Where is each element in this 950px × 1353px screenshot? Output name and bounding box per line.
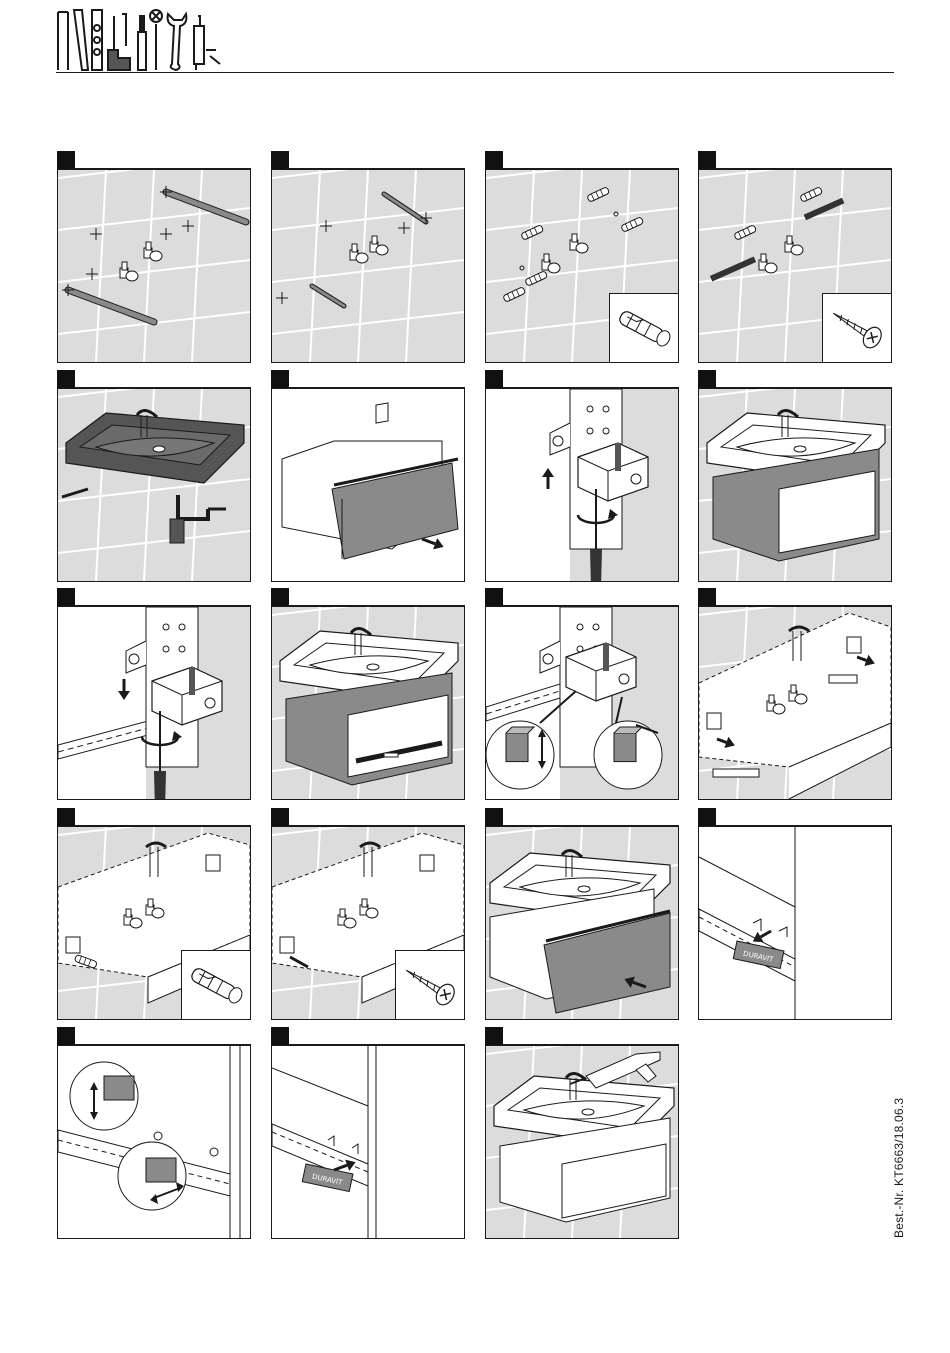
step-marker — [271, 151, 289, 169]
step-marker — [485, 588, 503, 606]
level-icon — [74, 10, 88, 70]
illustration-drawer-in — [486, 827, 678, 1019]
screw-icon — [823, 294, 891, 362]
step-marker — [485, 1027, 503, 1045]
step-panel-basin-on-cabinet — [698, 388, 892, 582]
dowel-icon — [182, 951, 250, 1019]
illustration-drawer-cover: DURAVIT — [699, 827, 891, 1019]
step-panel-drawer-adjust — [57, 1045, 251, 1239]
step-panel-wall-marking — [57, 169, 251, 363]
step-marker — [57, 151, 75, 169]
illustration-basin-siphon — [58, 389, 250, 581]
step-panel-basin-siphon — [57, 388, 251, 582]
document-number: Best.-Nr. KT6663/18.06.3 — [892, 1098, 906, 1238]
illustration-basin-fix — [699, 607, 891, 799]
caulking-gun-icon — [194, 16, 220, 70]
illustration-bracket-rail — [58, 607, 250, 799]
header-rule — [56, 72, 894, 73]
header-tool-icons — [56, 6, 226, 72]
step-marker — [698, 808, 716, 826]
step-panel-dowels — [485, 169, 679, 363]
illustration-drawer-adjust — [58, 1046, 250, 1238]
dowel-icon — [610, 294, 678, 362]
step-panel-basin-fix — [698, 606, 892, 800]
step-panel-drawer-cover: DURAVIT — [698, 826, 892, 1020]
illustration-wall-marking — [58, 170, 250, 362]
screw-icon — [396, 951, 464, 1019]
step-marker — [271, 808, 289, 826]
step-panel-silicone — [485, 1045, 679, 1239]
illustration-drawer-out — [272, 389, 464, 581]
step-marker — [485, 808, 503, 826]
step-marker — [271, 588, 289, 606]
spirit-level-icon — [58, 12, 68, 70]
step-panel-basin-fix-dowel — [57, 826, 251, 1020]
inset-dowel — [181, 950, 251, 1020]
step-panel-bracket-fine-adjust — [485, 606, 679, 800]
step-marker — [271, 1027, 289, 1045]
step-panel-cabinet-open — [271, 606, 465, 800]
step-marker — [485, 151, 503, 169]
step-panel-drawer-cover-on: DURAVIT — [271, 1045, 465, 1239]
wrench-icon — [168, 14, 187, 70]
step-marker — [698, 151, 716, 169]
step-panel-basin-fix-screw — [271, 826, 465, 1020]
step-marker — [698, 588, 716, 606]
step-panel-bracket-rail — [57, 606, 251, 800]
illustration-drawer-cover-on: DURAVIT — [272, 1046, 464, 1238]
step-panel-wall-marking-level — [271, 169, 465, 363]
illustration-basin-on-cabinet — [699, 389, 891, 581]
pencil-icon — [138, 10, 162, 70]
drill-icon — [92, 10, 102, 70]
step-marker — [698, 370, 716, 388]
step-panel-drawer-in — [485, 826, 679, 1020]
step-marker — [57, 370, 75, 388]
inset-dowel — [609, 293, 679, 363]
step-marker — [57, 1027, 75, 1045]
step-panel-bracket-adjust — [485, 388, 679, 582]
step-marker — [271, 370, 289, 388]
screwdriver-icon — [108, 14, 130, 70]
inset-screw — [822, 293, 892, 363]
illustration-bracket-adjust — [486, 389, 678, 581]
illustration-wall-marking-level — [272, 170, 464, 362]
illustration-silicone — [486, 1046, 678, 1238]
step-panel-rails — [698, 169, 892, 363]
step-marker — [57, 808, 75, 826]
step-marker — [485, 370, 503, 388]
step-marker — [57, 588, 75, 606]
illustration-bracket-fine-adjust — [486, 607, 678, 799]
step-panel-drawer-out — [271, 388, 465, 582]
illustration-cabinet-open — [272, 607, 464, 799]
inset-screw — [395, 950, 465, 1020]
